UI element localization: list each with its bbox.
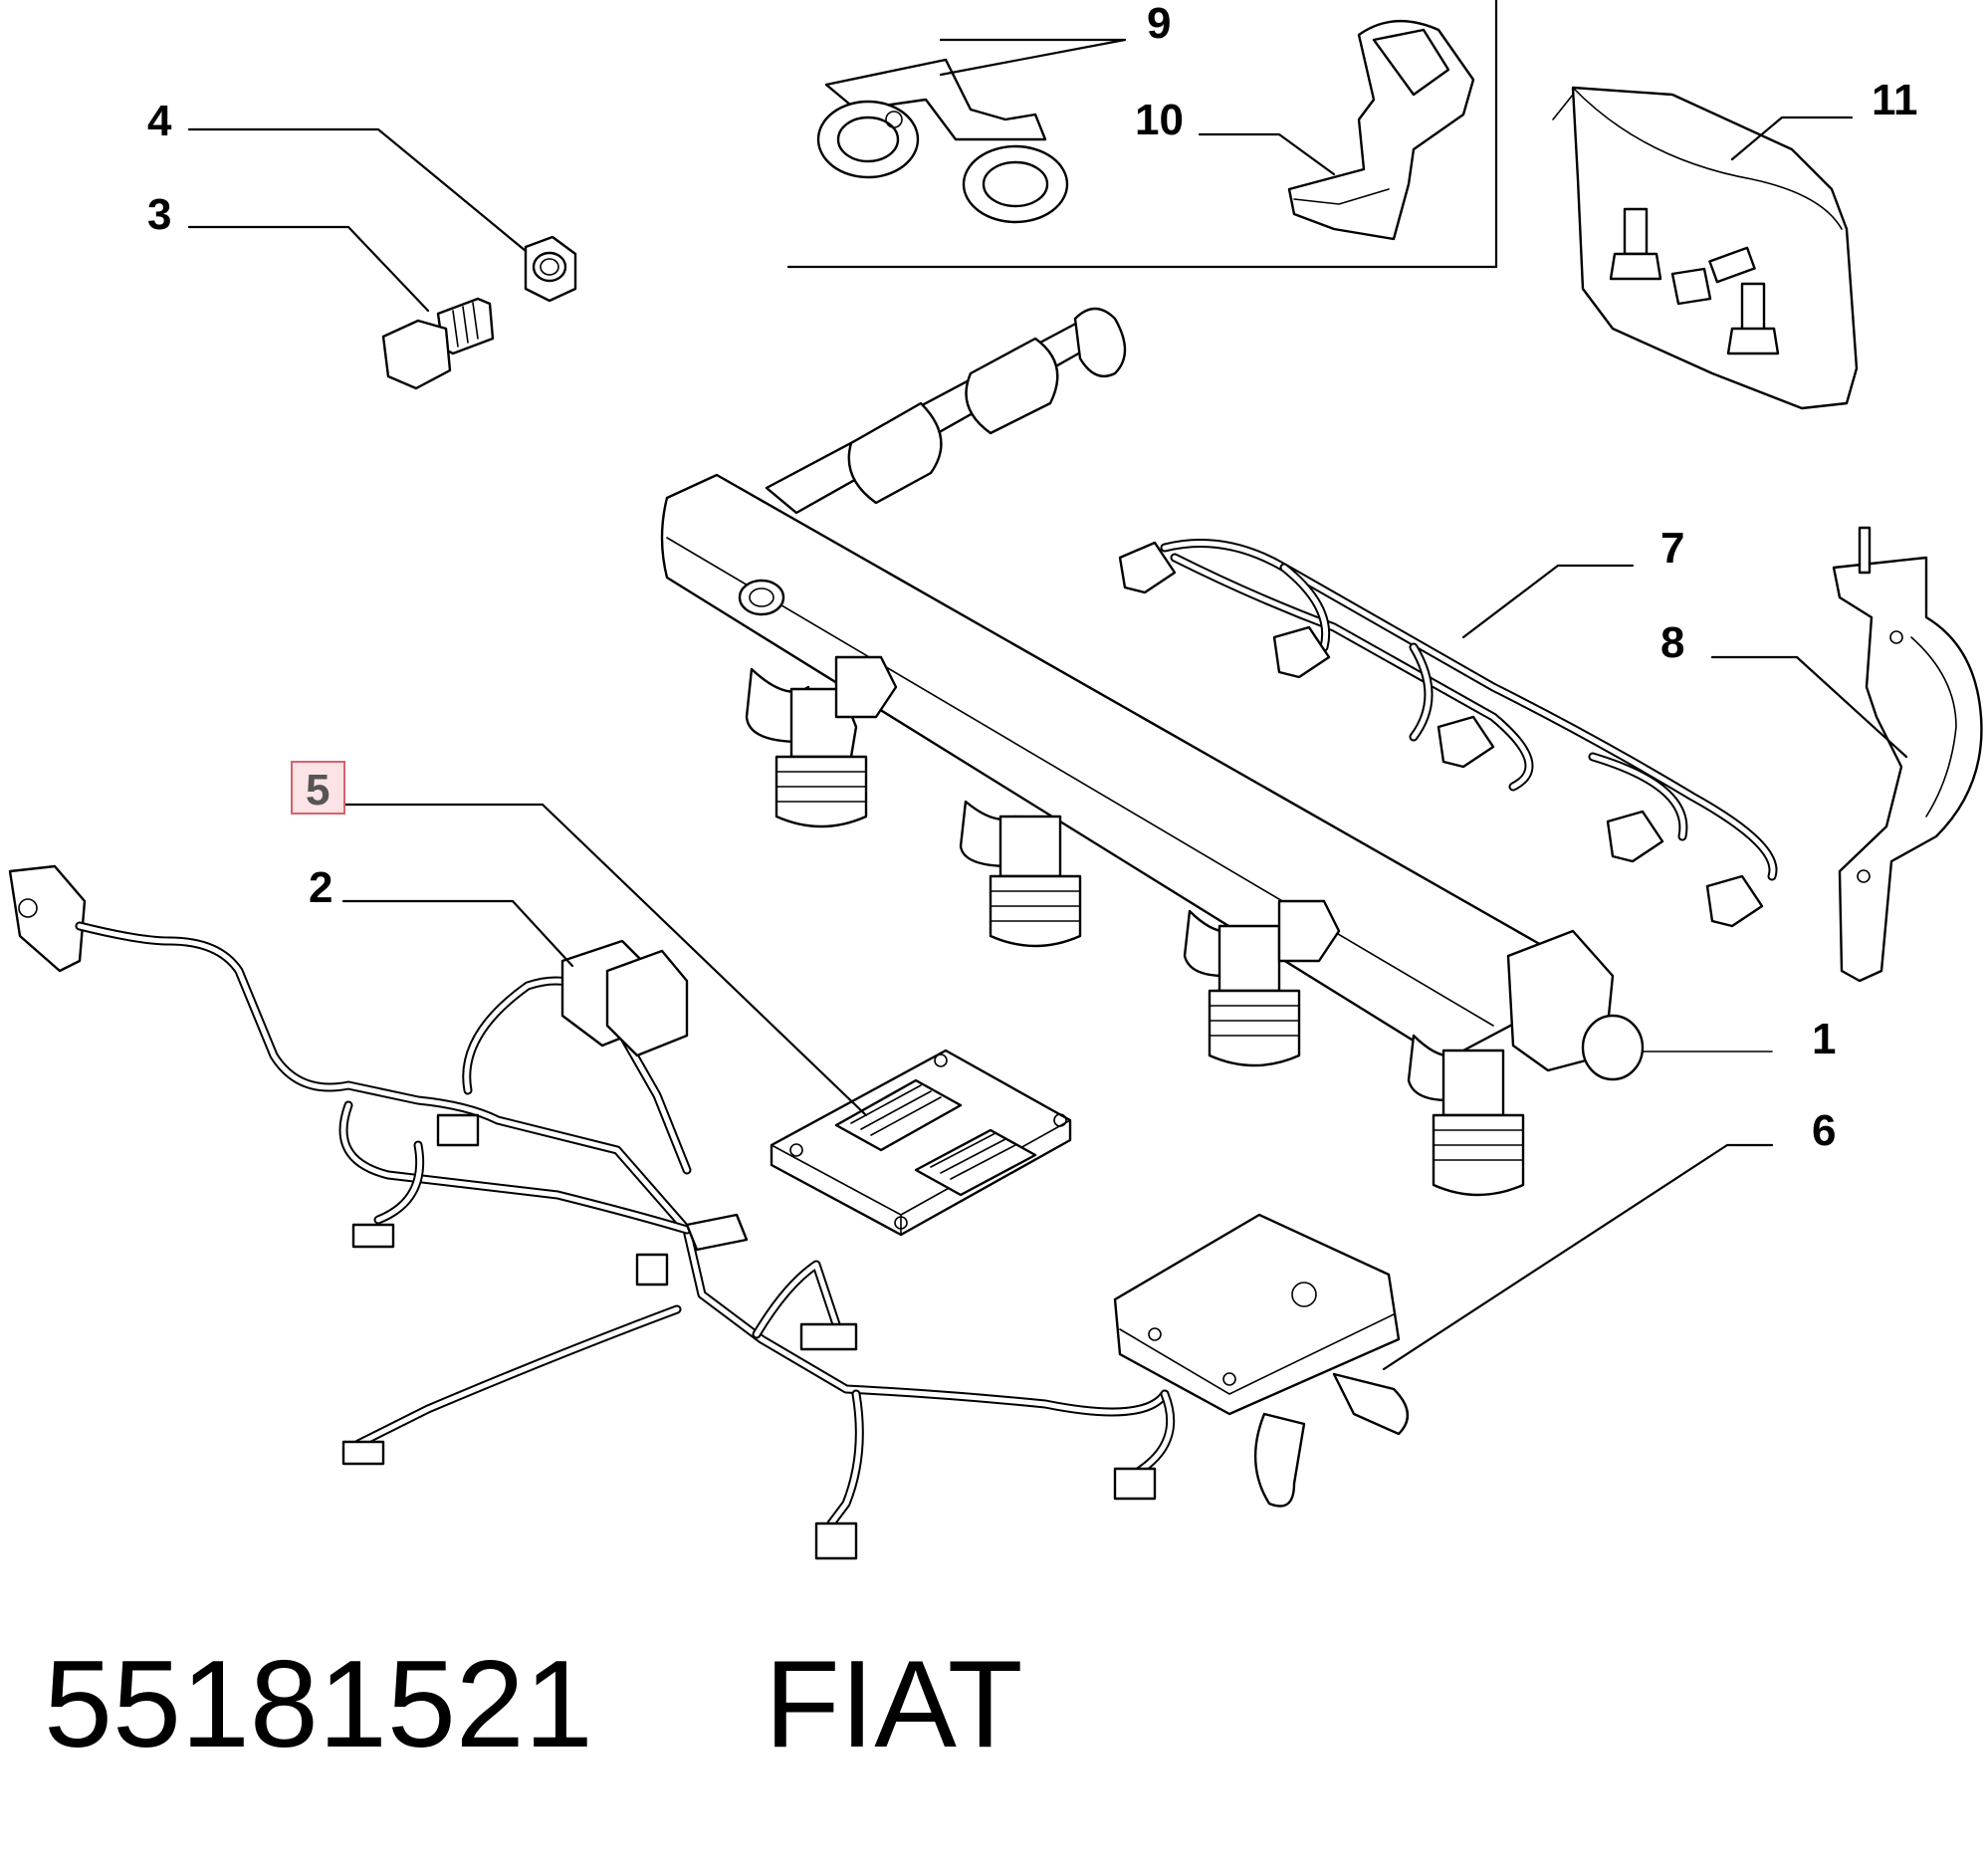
- part-9-hose-clamp[interactable]: [816, 58, 1069, 224]
- callout-labels: 9 10 11 4 3 7 8 5 2 1 6: [147, 0, 1918, 1155]
- cover-bolt: [1726, 282, 1780, 355]
- callout-6[interactable]: 6: [1812, 1106, 1836, 1155]
- callout-4[interactable]: 4: [147, 97, 172, 145]
- part-4-nut[interactable]: [524, 235, 577, 303]
- part-7-injector-harness[interactable]: [1118, 539, 1778, 928]
- callout-1[interactable]: 1: [1812, 1015, 1836, 1063]
- callout-5-highlight: [291, 761, 345, 815]
- part-6-mounting-plate[interactable]: [1113, 1213, 1409, 1508]
- callout-5[interactable]: 5: [306, 766, 330, 815]
- inset-frame: [786, 0, 1498, 269]
- callout-3[interactable]: 3: [147, 190, 171, 239]
- leader-lines: [187, 38, 1908, 1371]
- part-10-bracket[interactable]: [1287, 20, 1475, 241]
- callout-10[interactable]: 10: [1135, 96, 1184, 144]
- brand-name: FIAT: [765, 1636, 1023, 1773]
- injector: [959, 800, 1082, 948]
- callout-9[interactable]: 9: [1147, 0, 1171, 48]
- injector: [745, 655, 898, 828]
- callout-2[interactable]: 2: [309, 863, 332, 912]
- cover-bolt: [1609, 207, 1662, 281]
- part-number: 55181521: [44, 1636, 593, 1773]
- injector: [1183, 899, 1341, 1067]
- cover-bolt: [1670, 246, 1756, 306]
- part-8-bracket[interactable]: [1832, 526, 1983, 983]
- callout-11[interactable]: 11: [1872, 76, 1918, 124]
- injector: [1407, 1034, 1525, 1197]
- part-1-fuel-rail[interactable]: [660, 307, 1773, 1197]
- part-5-ecu[interactable]: [770, 1049, 1072, 1237]
- part-11-cover[interactable]: [1552, 86, 1859, 410]
- part-2-engine-harness[interactable]: [8, 864, 1176, 1560]
- callout-8[interactable]: 8: [1660, 618, 1684, 667]
- part-3-bolt[interactable]: [381, 297, 495, 390]
- callout-7[interactable]: 7: [1660, 524, 1684, 573]
